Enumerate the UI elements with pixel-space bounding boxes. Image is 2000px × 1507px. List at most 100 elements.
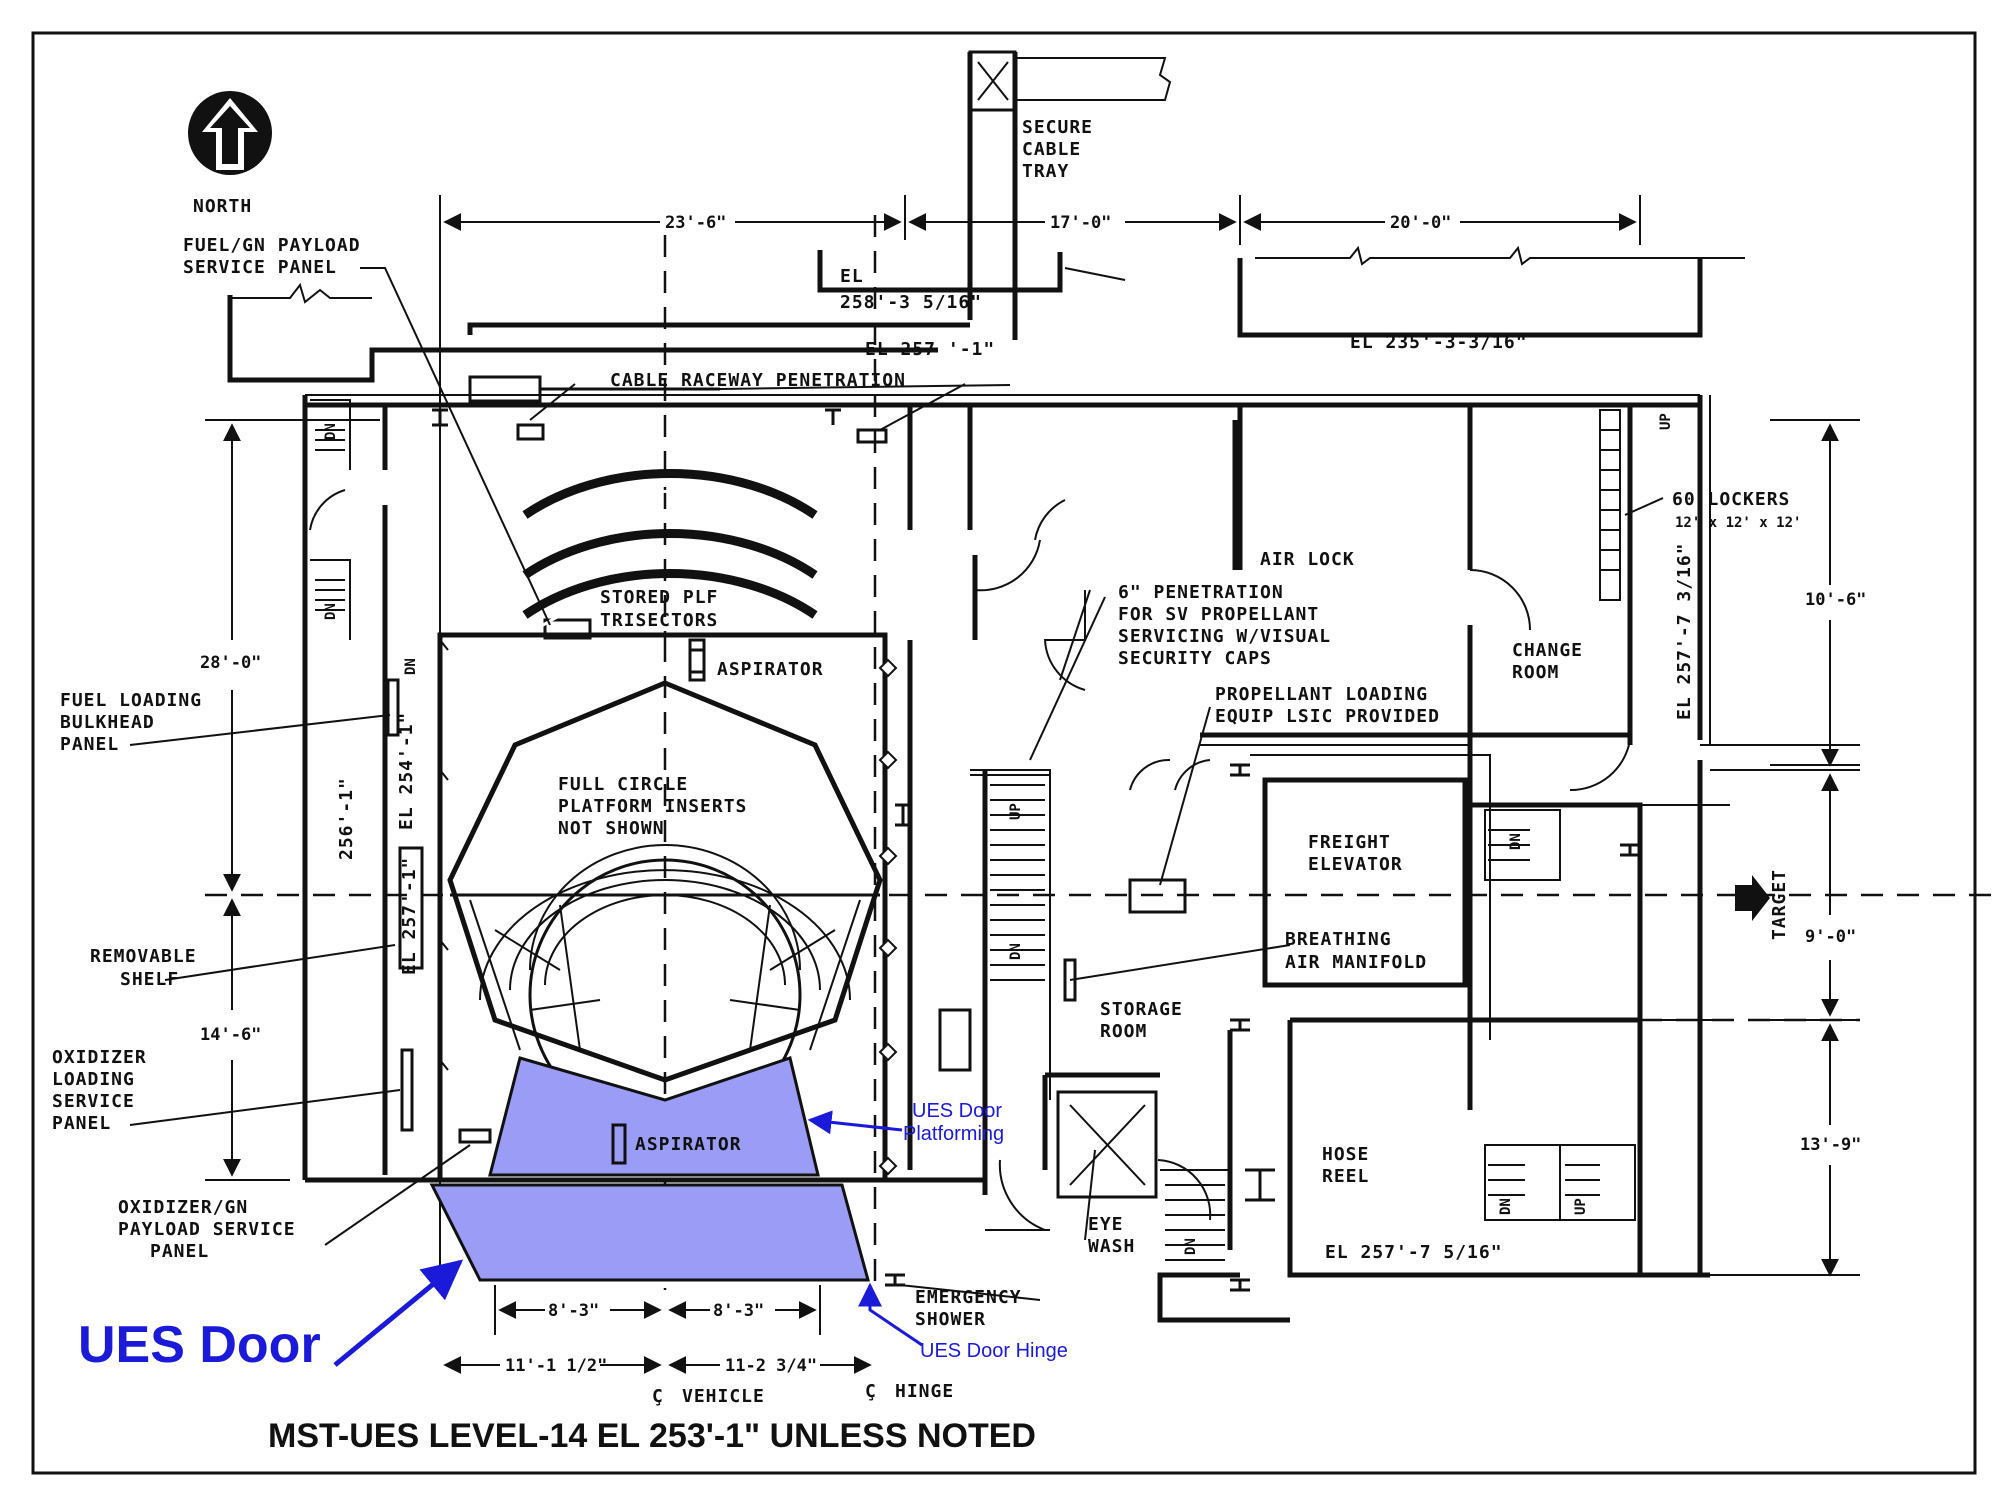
dim-left-2: 14'-6" bbox=[200, 1025, 261, 1045]
propellant-loading-label: PROPELLANT LOADING EQUIP LSIC PROVIDED bbox=[1215, 684, 1440, 727]
stair-up-label: UP bbox=[1008, 803, 1024, 820]
svg-text:12' x 12' x 12': 12' x 12' x 12' bbox=[1675, 515, 1801, 531]
stair-dn-label: DN bbox=[1183, 1238, 1199, 1255]
ues-door-platforming-annotation-2: Platforming bbox=[903, 1123, 1004, 1145]
svg-text:SHELF: SHELF bbox=[120, 969, 179, 990]
svg-text:EYE: EYE bbox=[1088, 1214, 1124, 1235]
svg-text:ROOM: ROOM bbox=[1100, 1021, 1147, 1042]
fuel-gn-payload-label: FUEL/GN PAYLOAD SERVICE PANEL bbox=[183, 235, 361, 278]
svg-text:6" PENETRATION: 6" PENETRATION bbox=[1118, 582, 1284, 603]
svg-text:SHOWER: SHOWER bbox=[915, 1309, 986, 1330]
svg-text:FREIGHT: FREIGHT bbox=[1308, 832, 1391, 853]
el-256-label: 256'-1" bbox=[336, 777, 357, 860]
dim-bottom-inner-1: 8'-3" bbox=[548, 1301, 599, 1321]
removable-shelf-label: REMOVABLE SHELF bbox=[90, 946, 197, 990]
svg-text:SERVICE PANEL: SERVICE PANEL bbox=[183, 257, 337, 278]
dim-right-1: 10'-6" bbox=[1805, 590, 1866, 610]
plf-trisectors bbox=[522, 469, 818, 629]
svg-text:258'-3 5/16": 258'-3 5/16" bbox=[840, 292, 982, 313]
svg-text:FOR SV PROPELLANT: FOR SV PROPELLANT bbox=[1118, 604, 1319, 625]
svg-text:NOT SHOWN: NOT SHOWN bbox=[558, 818, 665, 839]
stair-dn-label: DN bbox=[323, 603, 339, 620]
dim-left-1: 28'-0" bbox=[200, 653, 261, 673]
stair-up-label: UP bbox=[1573, 1198, 1589, 1215]
north-arrow-icon bbox=[188, 91, 272, 175]
hose-reel-label: HOSE REEL bbox=[1322, 1144, 1369, 1187]
lockers-label: 60 LOCKERS 12' x 12' x 12' bbox=[1672, 489, 1801, 531]
eye-wash-label: EYE WASH bbox=[1088, 1214, 1134, 1257]
emergency-shower-label: EMERGENCY SHOWER bbox=[915, 1287, 1022, 1330]
svg-text:FUEL/GN PAYLOAD: FUEL/GN PAYLOAD bbox=[183, 235, 361, 256]
svg-text:LOADING: LOADING bbox=[52, 1069, 135, 1090]
svg-text:EL: EL bbox=[840, 266, 864, 287]
svg-text:REEL: REEL bbox=[1322, 1166, 1369, 1187]
platform-octagon bbox=[447, 680, 883, 1132]
ues-door-arrow bbox=[333, 1259, 464, 1367]
storage-room-label: STORAGE ROOM bbox=[1100, 999, 1182, 1042]
penetration-label: 6" PENETRATION FOR SV PROPELLANT SERVICI… bbox=[1118, 582, 1331, 669]
svg-text:BREATHING: BREATHING bbox=[1285, 929, 1392, 950]
svg-text:HOSE: HOSE bbox=[1322, 1144, 1369, 1165]
stair-dn-label: DN bbox=[403, 658, 419, 675]
target-arrow-icon bbox=[1735, 875, 1770, 921]
fuel-loading-label: FUEL LOADING BULKHEAD PANEL bbox=[60, 690, 202, 755]
stair-up-label: UP bbox=[1658, 413, 1674, 430]
ues-door-highlight bbox=[429, 1183, 870, 1282]
dim-right-2: 9'-0" bbox=[1805, 927, 1856, 947]
el-257-left-label: EL 257'-1" bbox=[399, 857, 420, 975]
el-257-top-label: EL 257 '-1" bbox=[865, 339, 995, 360]
ues-door-platforming-highlight bbox=[488, 1056, 820, 1177]
stair-dn-label: DN bbox=[1508, 833, 1524, 850]
secure-cable-tray-label: SECURE CABLE TRAY bbox=[1022, 117, 1092, 182]
svg-text:PANEL: PANEL bbox=[150, 1241, 209, 1262]
breathing-air-label: BREATHING AIR MANIFOLD bbox=[1285, 929, 1427, 973]
svg-text:PLATFORM INSERTS: PLATFORM INSERTS bbox=[558, 796, 747, 817]
dim-top-1: 23'-6" bbox=[665, 213, 726, 233]
svg-text:AIR MANIFOLD: AIR MANIFOLD bbox=[1285, 952, 1427, 973]
oxidizer-gn-label: OXIDIZER/GN PAYLOAD SERVICE PANEL bbox=[118, 1197, 296, 1262]
el-257-bottom-label: EL 257'-7 5/16" bbox=[1325, 1242, 1503, 1263]
svg-text:PAYLOAD SERVICE: PAYLOAD SERVICE bbox=[118, 1219, 296, 1240]
svg-text:FULL CIRCLE: FULL CIRCLE bbox=[558, 774, 688, 795]
el-235-label: EL 235'-3-3/16" bbox=[1350, 332, 1528, 353]
svg-text:OXIDIZER/GN: OXIDIZER/GN bbox=[118, 1197, 248, 1218]
drawing-title: MST-UES LEVEL-14 EL 253'-1" UNLESS NOTED bbox=[268, 1417, 1036, 1455]
svg-text:CHANGE: CHANGE bbox=[1512, 640, 1583, 661]
dim-top-2: 17'-0" bbox=[1050, 213, 1111, 233]
svg-text:SERVICING W/VISUAL: SERVICING W/VISUAL bbox=[1118, 626, 1331, 647]
svg-text:PROPELLANT LOADING: PROPELLANT LOADING bbox=[1215, 684, 1428, 705]
svg-text:EQUIP LSIC PROVIDED: EQUIP LSIC PROVIDED bbox=[1215, 706, 1440, 727]
ues-door-annotation: UES Door bbox=[78, 1316, 321, 1374]
change-room-label: CHANGE ROOM bbox=[1512, 640, 1583, 683]
hinge-centerline-symbol: Ç bbox=[865, 1381, 877, 1402]
svg-text:PANEL: PANEL bbox=[60, 734, 119, 755]
ues-door-platforming-arrow bbox=[807, 1110, 903, 1135]
svg-text:FUEL LOADING: FUEL LOADING bbox=[60, 690, 202, 711]
stair-dn-label: DN bbox=[323, 423, 339, 440]
drawing-frame bbox=[31, 31, 1977, 1475]
svg-text:PANEL: PANEL bbox=[52, 1113, 111, 1134]
north-label: NORTH bbox=[193, 196, 252, 217]
aspirator-bottom-label: ASPIRATOR bbox=[635, 1134, 742, 1155]
svg-text:SERVICE: SERVICE bbox=[52, 1091, 135, 1112]
stair-dn-label: DN bbox=[1008, 943, 1024, 960]
freight-elevator-label: FREIGHT ELEVATOR bbox=[1308, 832, 1402, 875]
full-circle-label: FULL CIRCLE PLATFORM INSERTS NOT SHOWN bbox=[558, 774, 747, 839]
walls bbox=[205, 50, 2000, 1323]
svg-text:BULKHEAD: BULKHEAD bbox=[60, 712, 155, 733]
dim-top-3: 20'-0" bbox=[1390, 213, 1451, 233]
oxidizer-loading-label: OXIDIZER LOADING SERVICE PANEL bbox=[52, 1047, 146, 1134]
vehicle-centerline-symbol: Ç bbox=[652, 1386, 664, 1407]
svg-text:EMERGENCY: EMERGENCY bbox=[915, 1287, 1022, 1308]
ues-door-hinge-arrow bbox=[858, 1282, 923, 1347]
stair-dn-label: DN bbox=[1498, 1198, 1514, 1215]
svg-text:STORED PLF: STORED PLF bbox=[600, 587, 718, 608]
svg-text:REMOVABLE: REMOVABLE bbox=[90, 946, 197, 967]
target-label: TARGET bbox=[1769, 869, 1790, 940]
dim-bottom-outer-1: 11'-1 1/2" bbox=[505, 1356, 607, 1376]
svg-text:SECURITY CAPS: SECURITY CAPS bbox=[1118, 648, 1272, 669]
svg-text:CABLE: CABLE bbox=[1022, 139, 1081, 160]
el-258-label: EL 258'-3 5/16" bbox=[840, 266, 982, 313]
svg-text:60 LOCKERS: 60 LOCKERS bbox=[1672, 489, 1790, 510]
aspirator-top-label: ASPIRATOR bbox=[717, 659, 824, 680]
